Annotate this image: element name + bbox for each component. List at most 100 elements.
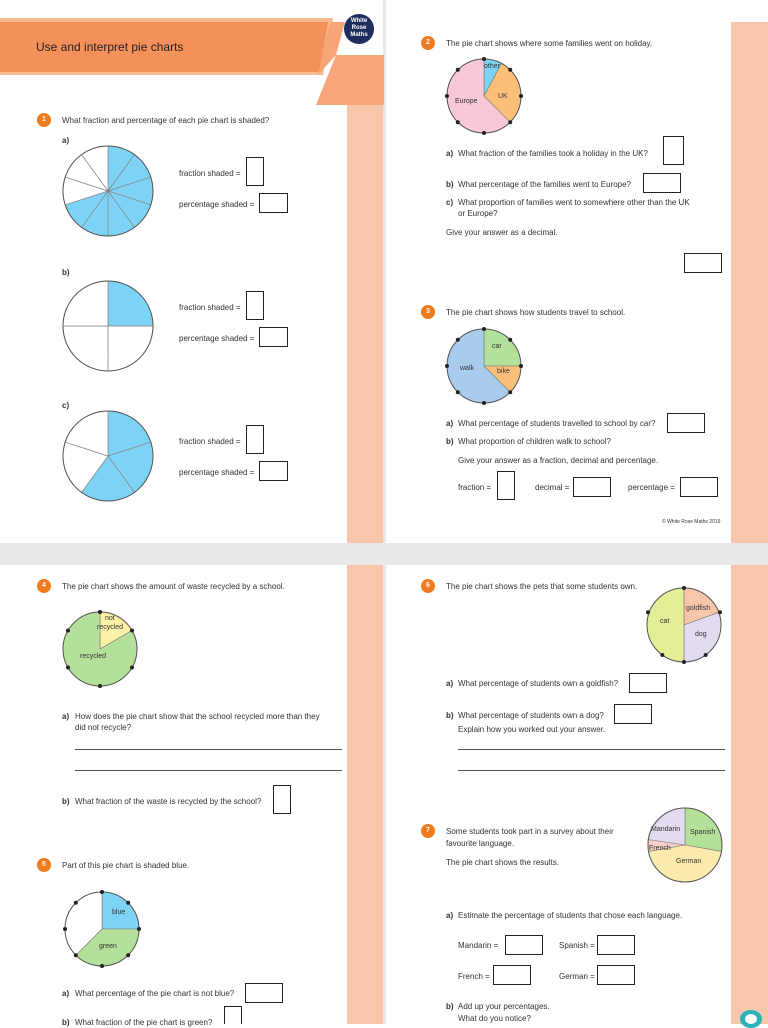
- q2a-answer-box[interactable]: [663, 136, 684, 165]
- q6-label-cat: cat: [660, 618, 670, 625]
- q3-pie-chart: [445, 327, 523, 405]
- q5b-text: What fraction of the pie chart is green?: [75, 1018, 213, 1027]
- q1b-percentage-answer-box[interactable]: [259, 327, 288, 347]
- q3-percentage-answer-box[interactable]: [680, 477, 718, 497]
- q7-german-answer-box[interactable]: [597, 965, 635, 985]
- q1a-percentage-answer-box[interactable]: [259, 193, 288, 213]
- q1b-label: b): [62, 268, 70, 277]
- q4-label-not-recycled: recycled: [97, 624, 124, 631]
- side-strip: [731, 22, 768, 543]
- q4a-answer-line[interactable]: [75, 749, 342, 750]
- q6b-label: b): [446, 711, 454, 720]
- q1a-label: a): [62, 136, 70, 145]
- q7b-text-line2: What do you notice?: [458, 1014, 531, 1023]
- q3-decimal-answer-box[interactable]: [573, 477, 611, 497]
- question-number-1: 1: [37, 113, 51, 127]
- q5-label-blue: blue: [112, 909, 126, 916]
- question-number-2: 2: [421, 36, 435, 50]
- q2a-label: a): [446, 149, 454, 158]
- q2c-label: c): [446, 198, 454, 207]
- q2-pie-chart: [445, 57, 523, 135]
- q7-label-mandarin: Mandarin: [651, 826, 681, 833]
- q2a-text: What fraction of the families took a hol…: [458, 149, 648, 158]
- q3-note: Give your answer as a fraction, decimal …: [458, 456, 659, 465]
- q3-decimal-label: decimal =: [535, 483, 570, 492]
- q7-label-french: French: [649, 845, 671, 852]
- header-banner: [0, 18, 384, 105]
- q5a-label: a): [62, 989, 70, 998]
- q3a-answer-box[interactable]: [667, 413, 705, 433]
- q6b-answer-line[interactable]: [458, 749, 725, 750]
- q5a-answer-box[interactable]: [245, 983, 283, 1003]
- pie-sector-shaded: [107, 280, 154, 327]
- q2c-text-line1: What proportion of families went to some…: [458, 198, 690, 207]
- q6b-answer-box[interactable]: [614, 704, 652, 724]
- q4-text: The pie chart shows the amount of waste …: [62, 582, 285, 591]
- q1a-fraction-label: fraction shaded =: [179, 169, 241, 178]
- q5a-text: What percentage of the pie chart is not …: [75, 989, 235, 998]
- q7-french-answer-box[interactable]: [493, 965, 531, 985]
- q2b-text: What percentage of the families went to …: [458, 180, 631, 189]
- q7-mandarin-label: Mandarin =: [458, 941, 499, 950]
- q2c-text-line2: or Europe?: [458, 209, 498, 218]
- q6b-answer-line[interactable]: [458, 770, 725, 771]
- q4b-text: What fraction of the waste is recycled b…: [75, 797, 262, 806]
- q6-explain: Explain how you worked out your answer.: [458, 725, 606, 734]
- q6-pie-chart: [646, 586, 722, 664]
- q2c-answer-box[interactable]: [684, 253, 722, 273]
- q3b-text: What proportion of children walk to scho…: [458, 437, 611, 446]
- q1b-fraction-answer-box[interactable]: [246, 291, 264, 320]
- q7b-text-line1: Add up your percentages.: [458, 1002, 550, 1011]
- q3-fraction-label: fraction =: [458, 483, 492, 492]
- page-separator-vertical: [383, 0, 386, 1024]
- q7-spanish-label: Spanish =: [559, 941, 595, 950]
- q1a-percentage-label: percentage shaded =: [179, 200, 255, 209]
- q6a-answer-box[interactable]: [629, 673, 667, 693]
- q2b-answer-box[interactable]: [643, 173, 681, 193]
- question-number-4: 4: [37, 579, 51, 593]
- q6a-label: a): [446, 679, 454, 688]
- question-number-6: 6: [421, 579, 435, 593]
- q5-pie-chart: [63, 890, 141, 968]
- pie-outline: [62, 280, 154, 372]
- q1b-percentage-label: percentage shaded =: [179, 334, 255, 343]
- q3-label-bike: bike: [497, 368, 510, 375]
- q4a-text-line1: How does the pie chart show that the sch…: [75, 712, 320, 721]
- chat-icon[interactable]: [740, 1010, 762, 1028]
- q7-spanish-answer-box[interactable]: [597, 935, 635, 955]
- q1b-pie-chart: [62, 280, 154, 372]
- q7-pie-chart: [647, 807, 723, 883]
- pie-sector-unshaded: [107, 325, 154, 372]
- q7-text-line1: Some students took part in a survey abou…: [446, 827, 614, 836]
- question-number-3: 3: [421, 305, 435, 319]
- q4a-text-line2: did not recycle?: [75, 723, 132, 732]
- q3-label-car: car: [492, 343, 502, 350]
- q4b-label: b): [62, 797, 70, 806]
- q5b-label: b): [62, 1018, 70, 1027]
- q7-mandarin-answer-box[interactable]: [505, 935, 543, 955]
- q1a-fraction-answer-box[interactable]: [246, 157, 264, 186]
- q7-label-german: German: [676, 858, 702, 865]
- q5-label-green: green: [99, 943, 117, 950]
- pie-outline: [62, 410, 154, 502]
- q5-text: Part of this pie chart is shaded blue.: [62, 861, 190, 870]
- question-number-7: 7: [421, 824, 435, 838]
- q4b-answer-box[interactable]: [273, 785, 291, 814]
- q1c-fraction-answer-box[interactable]: [246, 425, 264, 454]
- q7-label-spanish: Spanish: [690, 829, 716, 836]
- q3-fraction-answer-box[interactable]: [497, 471, 515, 500]
- q6-label-goldfish: goldfish: [686, 605, 711, 612]
- q7a-text: Estimate the percentage of students that…: [458, 911, 683, 920]
- q7-french-label: French =: [458, 972, 490, 981]
- q5b-answer-box[interactable]: [224, 1006, 242, 1024]
- side-strip: [731, 565, 768, 1024]
- q7a-label: a): [446, 911, 454, 920]
- q4-label-not: not: [105, 615, 115, 622]
- q2-label-uk: UK: [498, 93, 508, 100]
- q2-label-other: other: [484, 63, 500, 70]
- q1c-percentage-answer-box[interactable]: [259, 461, 288, 481]
- q4a-answer-line[interactable]: [75, 770, 342, 771]
- q6a-text: What percentage of students own a goldfi…: [458, 679, 619, 688]
- pie-sector-unshaded: [62, 325, 109, 372]
